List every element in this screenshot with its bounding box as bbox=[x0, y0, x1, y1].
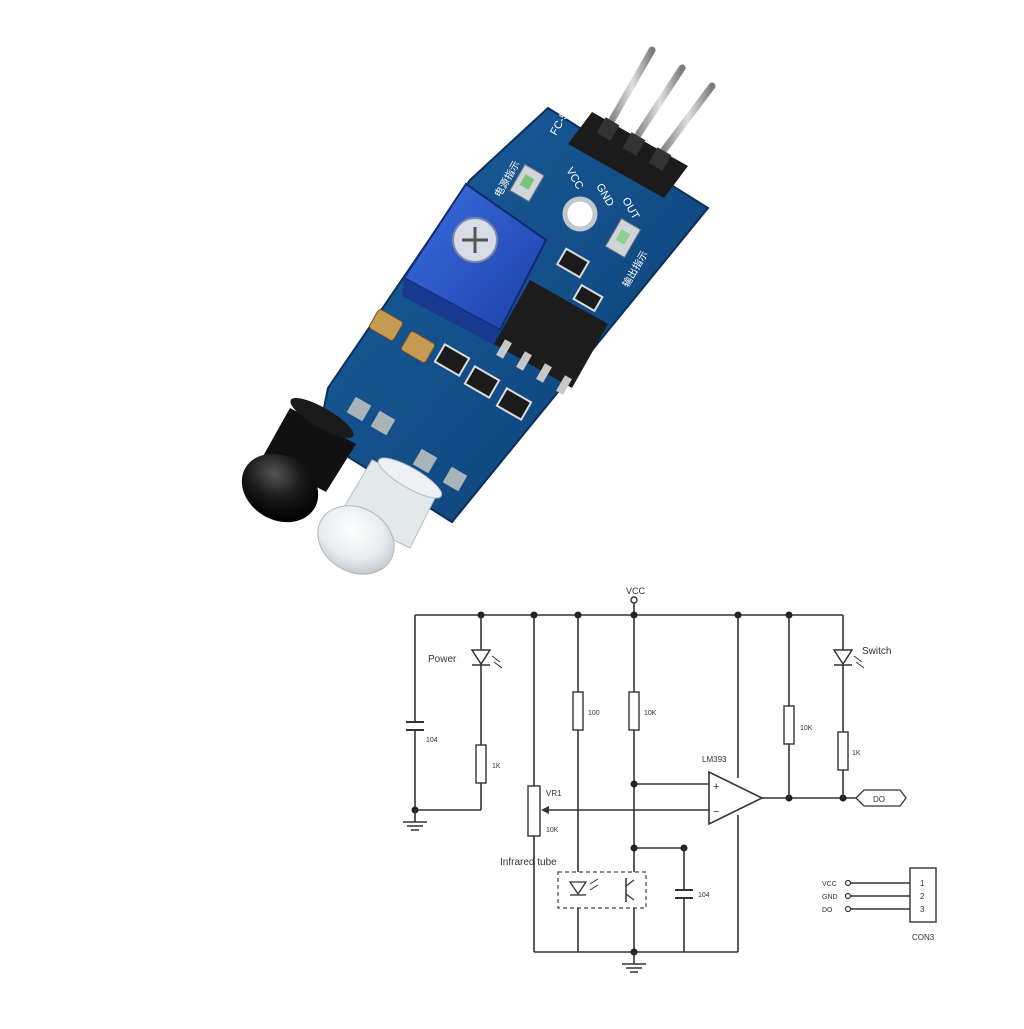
c2-value: 104 bbox=[698, 892, 710, 899]
con3-pin1-signal: VCC bbox=[822, 881, 837, 888]
potentiometer-vr1: VR1 10K bbox=[527, 615, 709, 952]
vr1-label: VR1 bbox=[546, 789, 562, 798]
con3-label: CON3 bbox=[912, 933, 935, 942]
r-power-value: 1K bbox=[492, 763, 501, 770]
r-ir2-value: 10K bbox=[644, 710, 657, 717]
infrared-tube-label: Infrared tube bbox=[500, 857, 557, 868]
power-led-label: Power bbox=[428, 654, 457, 665]
c1-value: 104 bbox=[426, 737, 438, 744]
con3-pin2-signal: GND bbox=[822, 894, 838, 901]
capacitor-c2: 104 bbox=[634, 844, 710, 952]
comparator-lm393: LM393 + − bbox=[702, 615, 856, 952]
power-led-branch: Power 1K bbox=[428, 615, 503, 810]
switch-led-label: Switch bbox=[862, 646, 891, 657]
comparator-minus: − bbox=[713, 806, 719, 818]
r-ir1-value: 100 bbox=[588, 710, 600, 717]
comparator-label: LM393 bbox=[702, 755, 727, 764]
output-label: DO bbox=[873, 795, 885, 804]
switch-led-branch: Switch 1K bbox=[832, 615, 891, 798]
potentiometer-illustration bbox=[402, 182, 548, 346]
resistor-ir-emitter: 100 bbox=[572, 615, 600, 872]
r-switch-value: 1K bbox=[852, 750, 861, 757]
ground-symbol-left bbox=[403, 810, 427, 831]
comparator-chip bbox=[494, 280, 608, 395]
output-tag: DO bbox=[855, 789, 907, 807]
vcc-supply-label: VCC bbox=[626, 586, 646, 596]
ir-emitter-led bbox=[317, 457, 443, 575]
circuit-schematic: VCC 104 Power bbox=[403, 586, 937, 973]
con3-pin1-number: 1 bbox=[920, 879, 925, 888]
sensor-module-illustration: FC-51 VCC GND OUT 电源指示 输出指示 bbox=[241, 46, 716, 575]
con3-pin2-number: 2 bbox=[920, 892, 925, 901]
con3-pin3-signal: DO bbox=[822, 907, 833, 914]
con3-pin3-number: 3 bbox=[920, 905, 925, 914]
smd-components bbox=[368, 247, 604, 422]
resistor-ir-receiver: 10K bbox=[628, 615, 709, 872]
header-pins bbox=[608, 46, 716, 154]
capacitor-c1: 104 bbox=[406, 615, 438, 810]
resistor-pullup: 10K bbox=[783, 615, 813, 798]
comparator-plus: + bbox=[713, 781, 719, 793]
solder-pads bbox=[346, 396, 468, 492]
infrared-tube-pair: Infrared tube bbox=[500, 857, 647, 952]
ground-symbol-bottom bbox=[622, 952, 646, 973]
connector-con3: CON3 VCC 1 GND 2 DO 3 bbox=[822, 867, 937, 942]
mounting-hole bbox=[562, 196, 598, 232]
ir-receiver-led bbox=[241, 398, 356, 523]
vcc-junctions bbox=[477, 611, 793, 619]
vr1-value: 10K bbox=[546, 827, 559, 834]
r-pullup-value: 10K bbox=[800, 725, 813, 732]
